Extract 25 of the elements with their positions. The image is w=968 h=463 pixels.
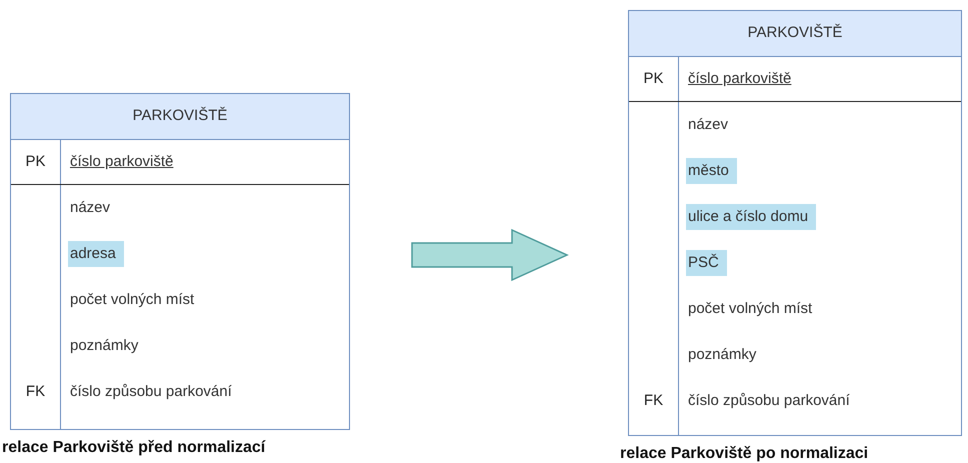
attribute-name: číslo parkoviště	[70, 152, 174, 172]
attribute-name: poznámky	[70, 336, 138, 356]
table-title: PARKOVIŠTĚ	[748, 22, 842, 44]
table-title: PARKOVIŠTĚ	[132, 106, 228, 126]
table-caption: relace Parkoviště po normalizaci	[620, 444, 868, 463]
attribute-name: počet volných míst	[70, 290, 194, 310]
attribute-name: číslo parkoviště	[688, 68, 792, 89]
attribute-name: počet volných míst	[688, 298, 812, 319]
table-caption: relace Parkoviště před normalizací	[2, 438, 266, 458]
entity-table	[628, 10, 962, 436]
key-label: PK	[25, 152, 46, 172]
block-arrow	[411, 228, 569, 282]
attribute-name: PSČ	[686, 250, 727, 276]
attribute-name: název	[70, 198, 110, 218]
key-label: PK	[643, 68, 664, 89]
attribute-name: číslo způsobu parkování	[70, 382, 232, 402]
attribute-name: adresa	[68, 240, 124, 268]
attribute-name: poznámky	[688, 344, 756, 365]
key-label: FK	[644, 390, 664, 411]
attribute-name: město	[686, 158, 737, 184]
attribute-name: číslo způsobu parkování	[688, 390, 850, 411]
attribute-name: ulice a číslo domu	[686, 204, 816, 230]
attribute-name: název	[688, 114, 728, 135]
key-label: FK	[26, 382, 46, 402]
entity-table	[10, 93, 350, 430]
